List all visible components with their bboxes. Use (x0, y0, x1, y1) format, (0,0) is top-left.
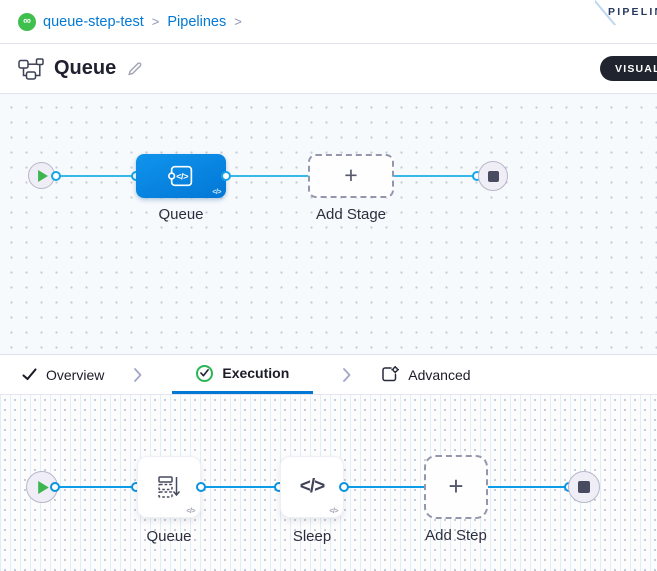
node-port[interactable] (51, 171, 61, 181)
edit-pencil-icon[interactable] (126, 60, 143, 77)
code-badge-icon: </> (329, 508, 338, 515)
tab-execution[interactable]: Execution (172, 355, 314, 394)
tab-execution-label: Execution (222, 365, 290, 381)
step-node-queue[interactable]: </> (137, 456, 201, 518)
svg-text:</>: </> (176, 171, 189, 181)
node-port[interactable] (50, 482, 60, 492)
breadcrumb-pipelines-link[interactable]: Pipelines (167, 13, 227, 30)
code-badge-icon: </> (186, 508, 195, 515)
plus-icon: + (344, 161, 358, 188)
visual-yaml-toggle[interactable]: VISUAL (600, 56, 657, 81)
stop-icon (578, 481, 590, 493)
stage-flow-line (55, 175, 477, 177)
stage-graph-canvas[interactable]: </> </> Queue + Add Stage (0, 94, 657, 355)
add-step-label: Add Step (425, 527, 487, 544)
breadcrumb-separator-icon: > (151, 14, 160, 29)
success-check-icon (196, 364, 214, 382)
code-badge-icon: </> (212, 189, 221, 196)
pipeline-tabs: Overview Execution Advanced (0, 355, 657, 395)
tab-overview-label: Overview (46, 366, 105, 383)
tab-advanced-label: Advanced (408, 366, 471, 383)
node-port[interactable] (221, 171, 231, 181)
plus-icon: + (448, 471, 464, 501)
add-stage-button[interactable]: + (308, 154, 394, 198)
add-step-button[interactable]: + (424, 455, 488, 519)
pipeline-studio-ribbon: PIPELINE STUDIO (595, 0, 657, 25)
step-node-sleep[interactable]: </> </> (280, 456, 344, 518)
advanced-gear-icon (382, 366, 400, 382)
stop-icon (487, 170, 499, 182)
breadcrumb-project-link[interactable]: queue-step-test (43, 13, 144, 30)
tab-separator-chevron-icon (343, 355, 351, 394)
project-logo-icon[interactable]: ∞ (18, 12, 36, 31)
execution-graph-canvas[interactable]: </> </> </> Queue Sleep + Add Step (0, 395, 657, 571)
ribbon-label: PIPELINE STUDIO (608, 6, 657, 18)
stage-start-node[interactable] (28, 162, 55, 189)
step-label: Queue (146, 528, 192, 545)
step-label: Sleep (292, 528, 332, 545)
pipeline-title-bar: Queue VISUAL (0, 44, 657, 94)
tab-separator-chevron-icon (134, 355, 142, 394)
page-title: Queue (54, 57, 117, 79)
node-port[interactable] (339, 482, 349, 492)
stage-node-queue[interactable]: </> </> (136, 154, 226, 198)
tab-overview[interactable]: Overview (22, 355, 104, 394)
tab-advanced[interactable]: Advanced (381, 355, 471, 394)
code-icon: </> (299, 476, 326, 497)
pipeline-icon (18, 57, 44, 80)
check-icon (22, 368, 37, 381)
breadcrumb-separator-icon: > (234, 14, 242, 29)
play-icon (37, 480, 49, 494)
breadcrumb: ∞ queue-step-test > Pipelines > PIPELINE… (0, 0, 657, 44)
queue-stack-icon (158, 476, 181, 498)
play-icon (37, 169, 48, 182)
stage-label: Queue (158, 206, 204, 223)
node-port[interactable] (196, 482, 206, 492)
execution-end-node[interactable] (568, 471, 600, 503)
add-stage-label: Add Stage (315, 206, 387, 223)
stage-end-node[interactable] (478, 161, 508, 191)
custom-stage-icon: </> (168, 165, 193, 187)
mode-toggle-wrapper: VISUAL (600, 55, 657, 83)
